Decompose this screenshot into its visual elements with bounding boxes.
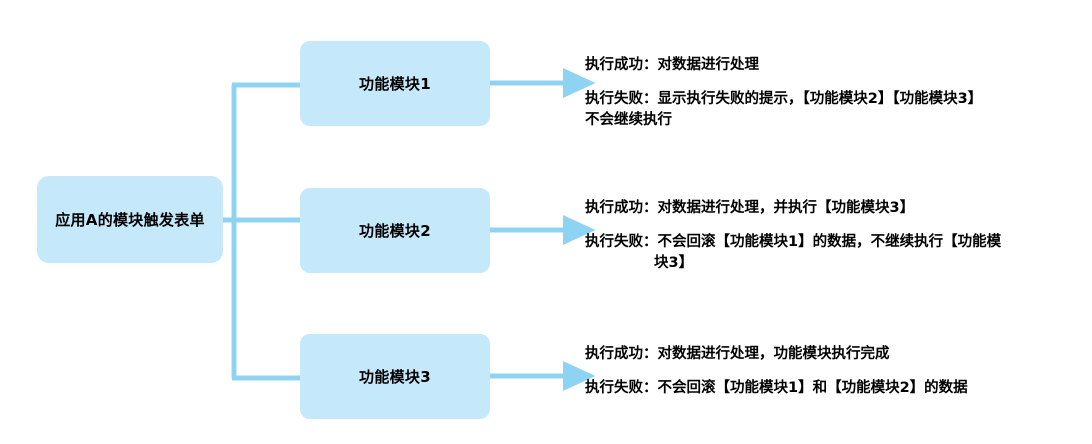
node-root-label: 应用A的模块触发表单 xyxy=(55,211,205,229)
node-module-2-label: 功能模块2 xyxy=(359,222,431,240)
node-module-3-label: 功能模块3 xyxy=(359,368,431,386)
node-module-1[interactable]: 功能模块1 xyxy=(300,41,490,126)
annotation-module-2-success: 执行成功：对数据进行处理，并执行【功能模块3】 xyxy=(585,200,915,216)
annotation-module-1-success: 执行成功：对数据进行处理 xyxy=(585,57,759,73)
annotation-module-1-failure-cont: 不会继续执行 xyxy=(585,112,672,128)
tree-connector-root xyxy=(222,82,300,381)
node-module-2[interactable]: 功能模块2 xyxy=(300,188,490,273)
annotation-module-1: 执行成功：对数据进行处理 执行失败：显示执行失败的提示，【功能模块2】【功能模块… xyxy=(585,55,1085,131)
node-module-1-label: 功能模块1 xyxy=(359,75,431,93)
annotation-module-2: 执行成功：对数据进行处理，并执行【功能模块3】 执行失败：不会回滚【功能模块1】… xyxy=(585,198,1085,274)
annotation-module-3-success: 执行成功：对数据进行处理，功能模块执行完成 xyxy=(585,346,890,362)
node-module-3[interactable]: 功能模块3 xyxy=(300,334,490,419)
annotation-module-3: 执行成功：对数据进行处理，功能模块执行完成 执行失败：不会回滚【功能模块1】和【… xyxy=(585,344,1085,399)
node-root-form[interactable]: 应用A的模块触发表单 xyxy=(37,176,223,263)
annotation-module-2-failure: 执行失败：不会回滚【功能模块1】的数据，不继续执行【功能模 xyxy=(585,234,1002,250)
annotation-module-3-failure: 执行失败：不会回滚【功能模块1】和【功能模块2】的数据 xyxy=(585,380,968,396)
annotation-module-1-failure: 执行失败：显示执行失败的提示，【功能模块2】【功能模块3】 xyxy=(585,91,983,107)
annotation-module-2-failure-cont: 块3】 xyxy=(654,255,694,271)
